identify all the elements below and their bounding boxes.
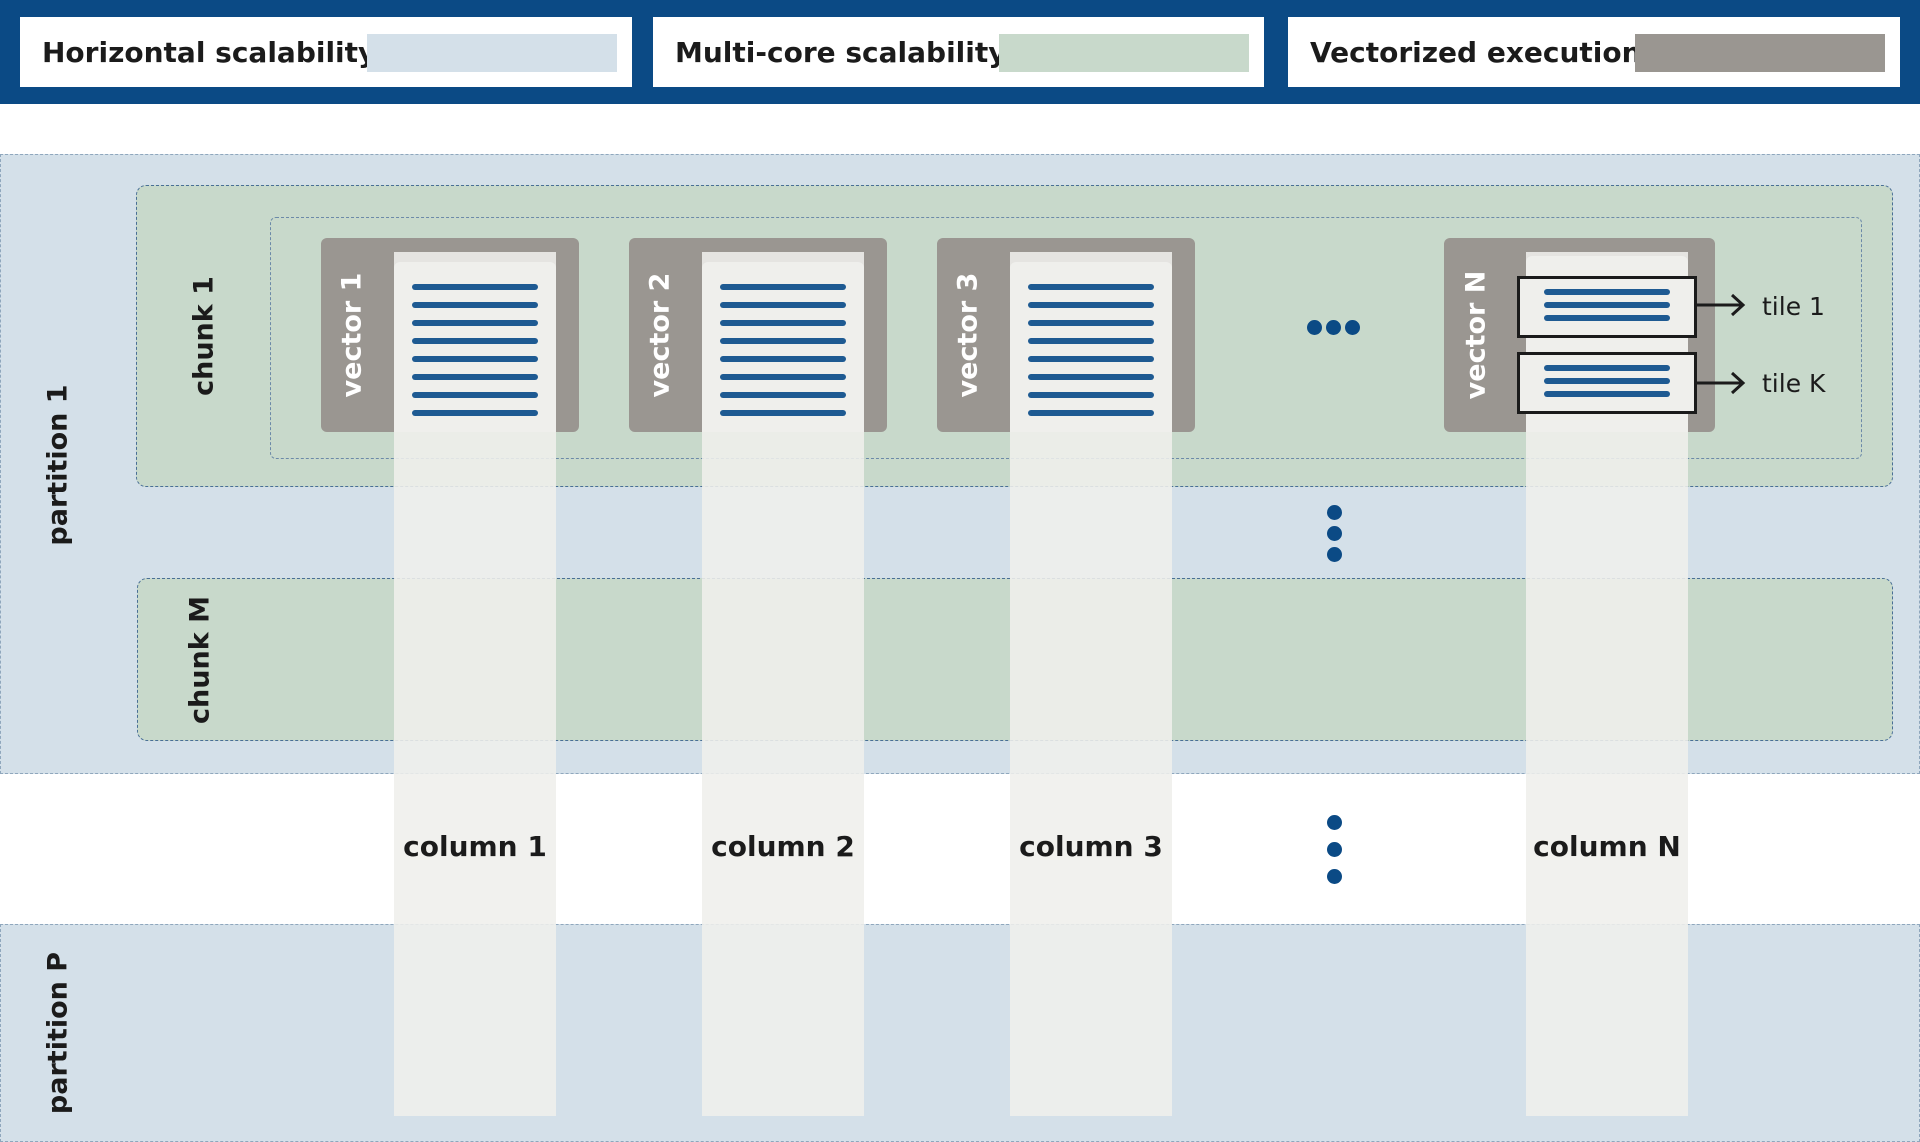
column-1-label: column 1 xyxy=(403,830,547,863)
partition-1-label: partition 1 xyxy=(42,384,74,546)
partition-p-label: partition P xyxy=(42,951,74,1115)
legend-swatch-multicore xyxy=(999,34,1249,72)
column-n-label: column N xyxy=(1533,830,1681,863)
chunk-1-label: chunk 1 xyxy=(188,276,220,396)
vector-3-label: vector 3 xyxy=(952,272,984,398)
tile-k-label: tile K xyxy=(1762,369,1826,398)
column-2-label: column 2 xyxy=(711,830,855,863)
legend-item-multicore: Multi-core scalability xyxy=(653,17,1264,87)
chunk-m-label: chunk M xyxy=(184,596,216,724)
legend-label-vectorized: Vectorized execution xyxy=(1310,35,1642,69)
legend-swatch-vectorized xyxy=(1635,34,1885,72)
vector-2-values xyxy=(702,262,864,432)
legend-item-vectorized: Vectorized execution xyxy=(1288,17,1900,87)
legend-label-horizontal: Horizontal scalability xyxy=(42,35,377,69)
tile-1-label: tile 1 xyxy=(1762,292,1825,321)
legend-swatch-horizontal xyxy=(367,34,617,72)
vector-3-values xyxy=(1010,262,1172,432)
column-3-label: column 3 xyxy=(1019,830,1163,863)
legend-item-horizontal: Horizontal scalability xyxy=(20,17,632,87)
legend-label-multicore: Multi-core scalability xyxy=(675,35,1007,69)
tile-1-arrow-icon xyxy=(1696,293,1746,317)
vector-1-values xyxy=(394,262,556,432)
tile-1 xyxy=(1517,276,1697,338)
vector-n-label: vector N xyxy=(1460,270,1492,400)
vector-2-label: vector 2 xyxy=(644,272,676,398)
tile-k-arrow-icon xyxy=(1696,371,1746,395)
tile-k xyxy=(1517,352,1697,414)
vector-1-label: vector 1 xyxy=(336,272,368,398)
